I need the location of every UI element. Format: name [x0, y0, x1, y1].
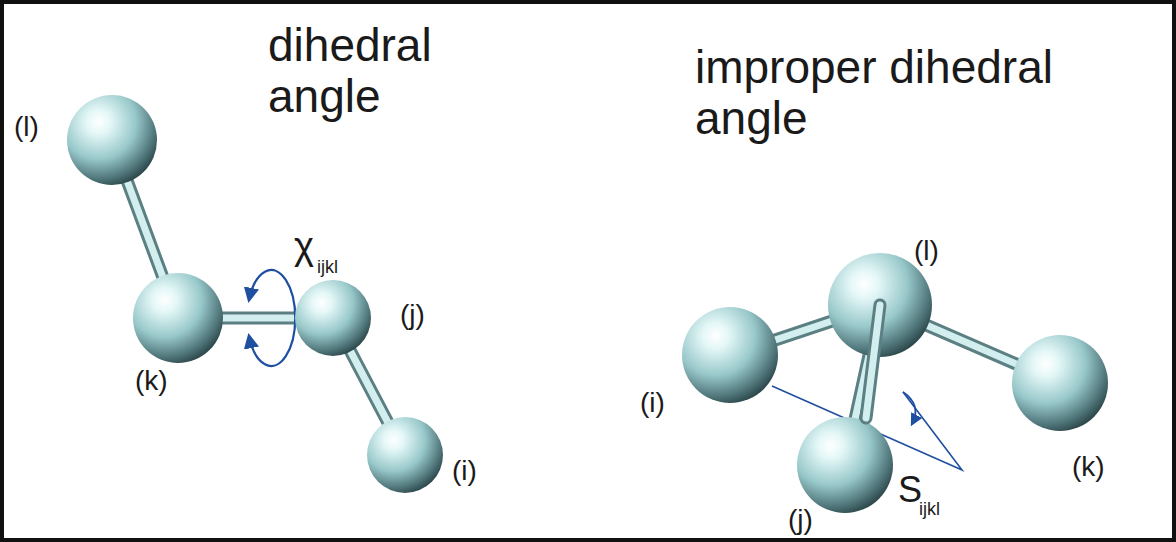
angle-symbol: χ — [294, 226, 314, 268]
atom-label: (j) — [400, 300, 425, 331]
atom-label: (i) — [452, 456, 477, 487]
bond — [866, 305, 880, 418]
bonds — [112, 140, 1060, 465]
atom-label: (l) — [914, 236, 939, 267]
atom-label: (j) — [788, 505, 813, 536]
atom-label: (k) — [135, 366, 168, 397]
rotation-arrow — [249, 270, 295, 366]
atom-label: (k) — [1072, 452, 1105, 483]
atoms — [67, 95, 1108, 493]
atom-label: (l) — [14, 112, 39, 143]
angle-symbol: S — [898, 470, 922, 510]
angle-subscript: ijkl — [317, 258, 338, 278]
angle-subscript: ijkl — [919, 500, 940, 520]
bond — [866, 305, 880, 418]
angle-arrow — [903, 392, 915, 424]
atom-label: (i) — [640, 388, 665, 419]
panel-heading: improper dihedral angle — [695, 42, 1155, 143]
atom — [797, 417, 893, 513]
panel-heading: dihedral angle — [268, 20, 528, 121]
